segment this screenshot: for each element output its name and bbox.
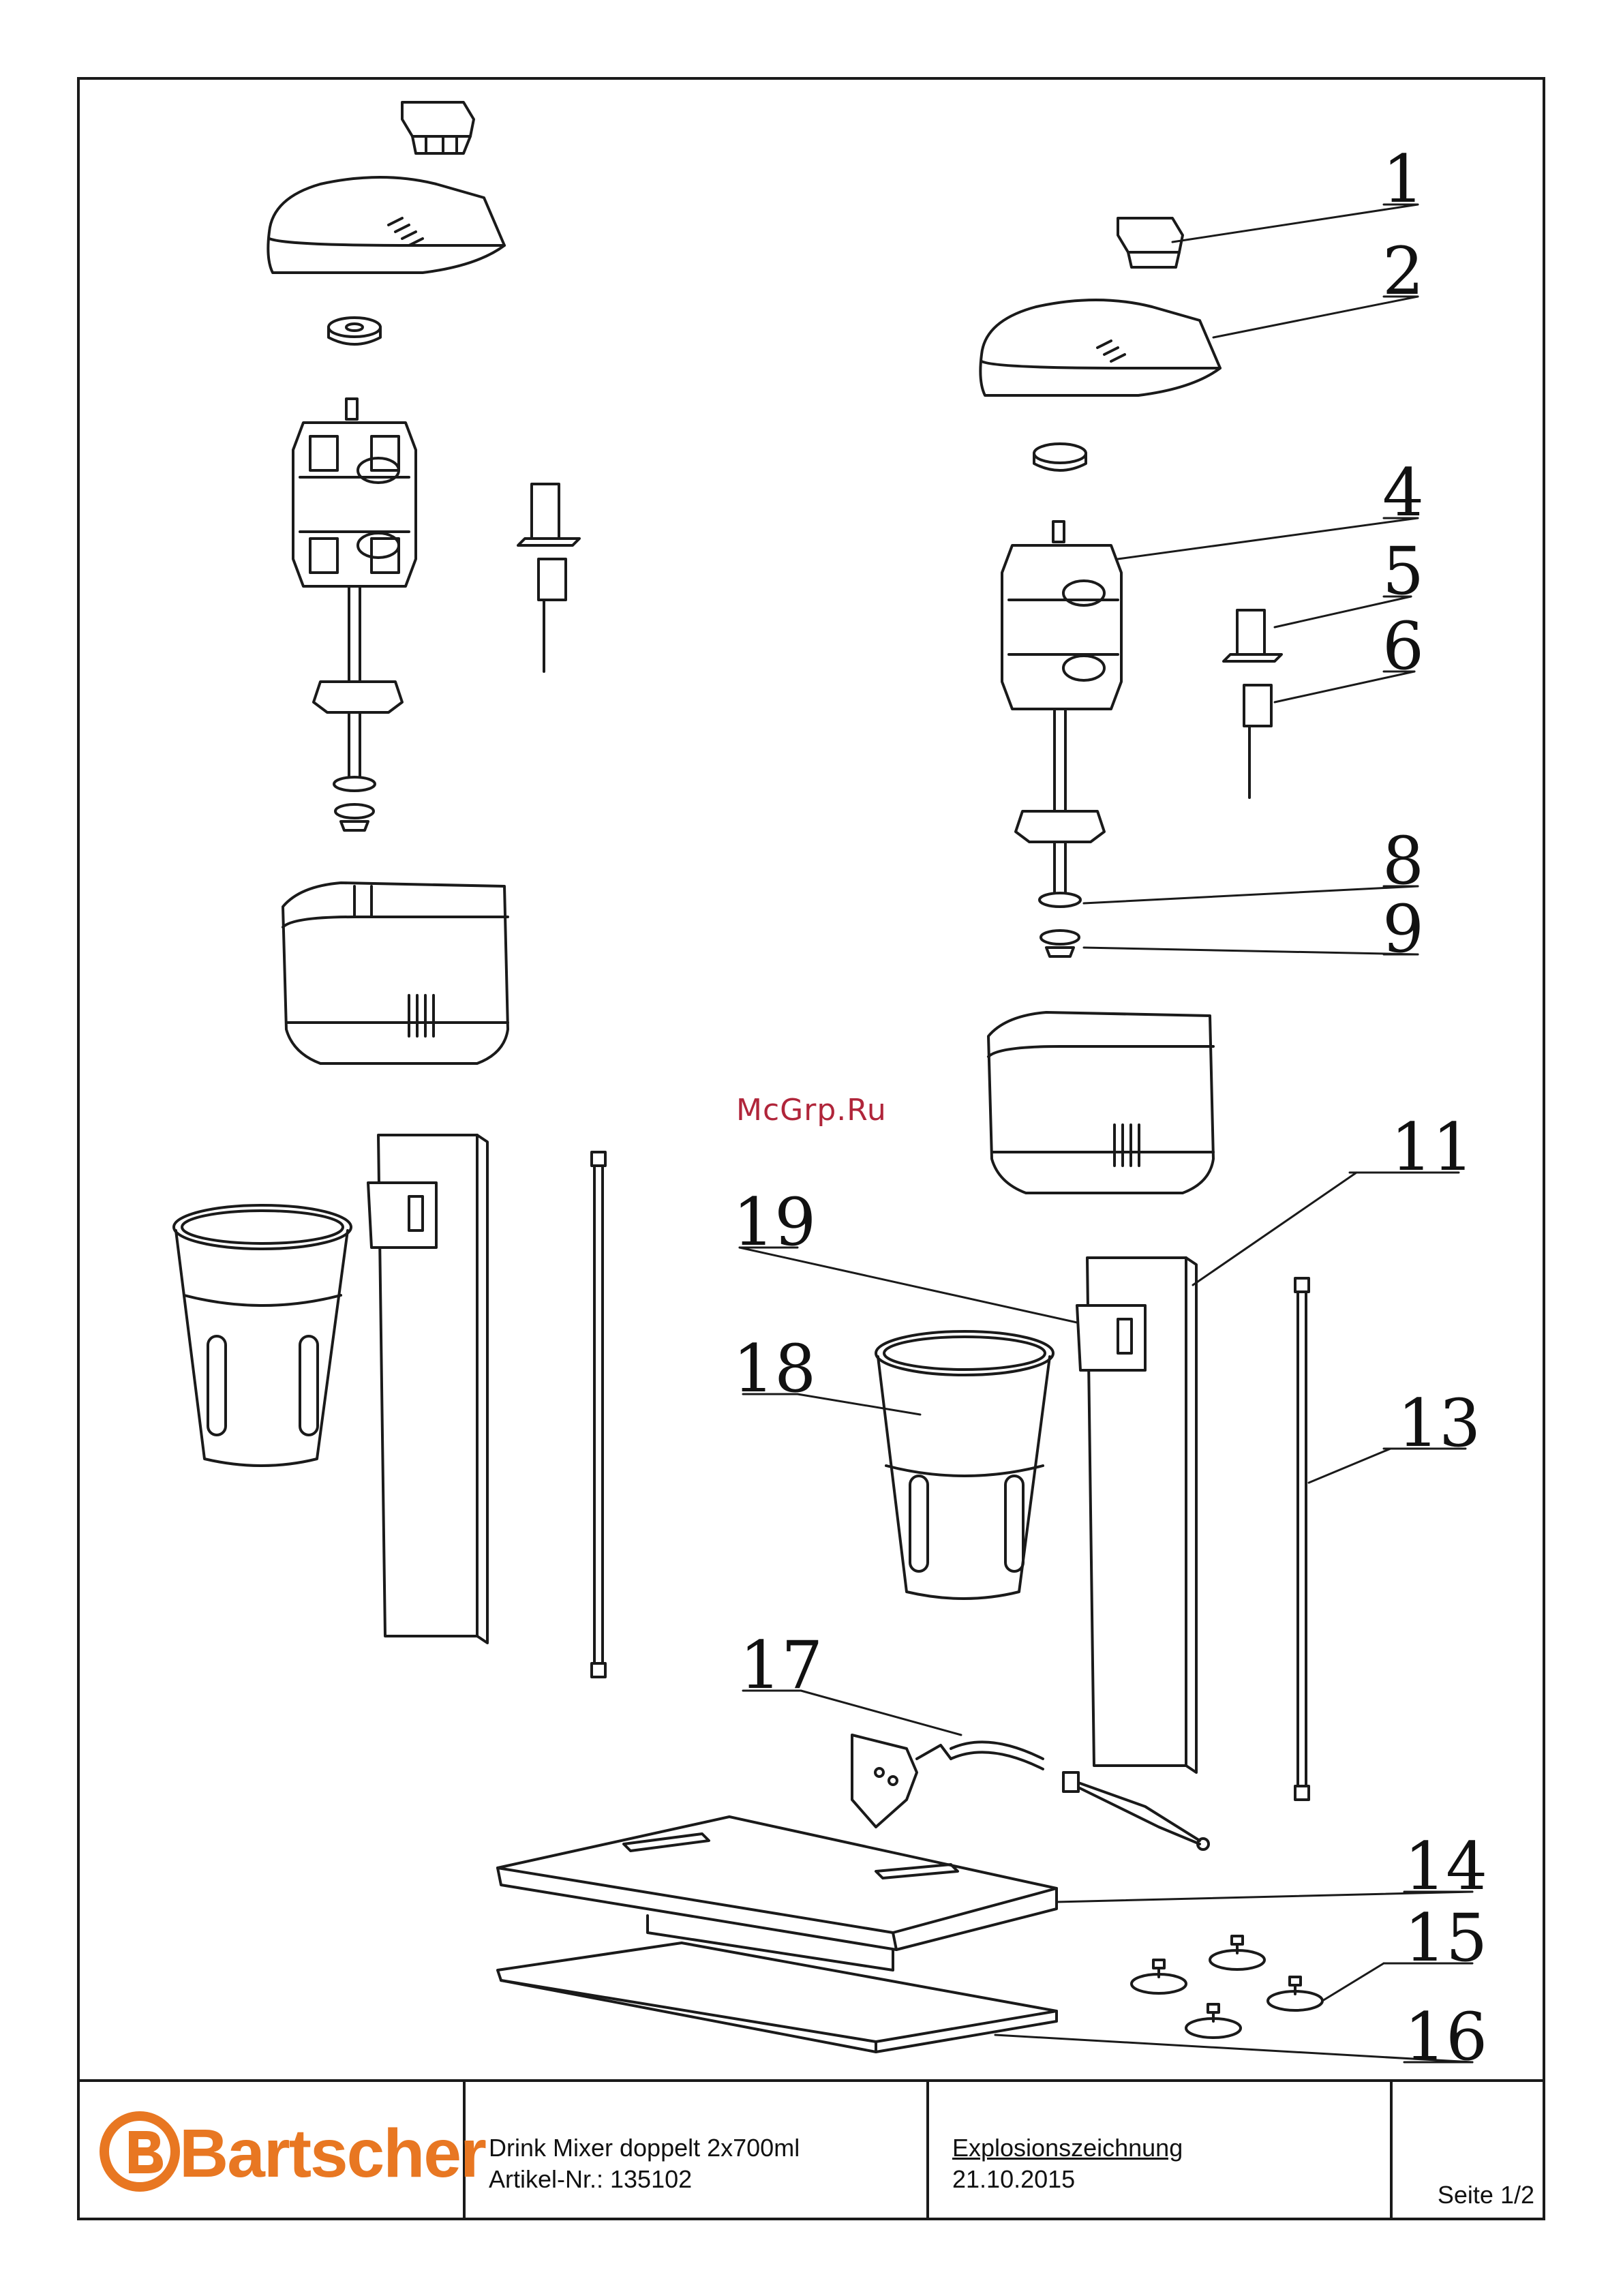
callout-19: 19 <box>733 1190 816 1255</box>
callout-15: 15 <box>1404 1905 1487 1971</box>
left-mixer-assembly <box>174 102 605 1677</box>
left-cup <box>174 1205 351 1466</box>
bottom-tray <box>498 1943 1057 2052</box>
right-motor <box>1002 522 1121 811</box>
left-bracket <box>518 484 579 671</box>
callout-8: 8 <box>1382 828 1424 894</box>
right-rod <box>1295 1278 1309 1800</box>
callout-2: 2 <box>1382 239 1424 304</box>
right-base-housing <box>988 1012 1213 1193</box>
right-cup <box>876 1331 1053 1599</box>
callout-6: 6 <box>1382 614 1424 679</box>
left-column <box>368 1135 487 1643</box>
callout-9: 9 <box>1382 896 1424 962</box>
callout-5: 5 <box>1382 539 1424 604</box>
left-rod <box>592 1152 605 1677</box>
brand-logo-icon <box>99 2111 181 2192</box>
callout-16: 16 <box>1404 2004 1487 2070</box>
left-switch <box>402 102 474 153</box>
left-base-housing <box>283 883 508 1063</box>
page-number: Seite 1/2 <box>1438 2181 1534 2209</box>
title-block: Bartscher Drink Mixer doppelt 2x700ml Ar… <box>77 2079 1545 2220</box>
left-washer <box>329 318 380 344</box>
brand-logo-cell: Bartscher <box>77 2082 466 2220</box>
right-bracket <box>1224 610 1281 798</box>
left-motor <box>293 399 416 682</box>
watermark-text: McGrp.Ru <box>736 1093 887 1128</box>
callout-4: 4 <box>1382 460 1424 526</box>
left-clip <box>314 682 402 830</box>
callout-17: 17 <box>740 1633 823 1698</box>
brand-name: Bartscher <box>179 2115 485 2193</box>
document-date: 21.10.2015 <box>952 2165 1075 2194</box>
document-type-cell: Explosionszeichnung 21.10.2015 <box>929 2082 1393 2220</box>
right-top-cover <box>980 300 1220 395</box>
callout-14: 14 <box>1404 1834 1487 1899</box>
document-type: Explosionszeichnung <box>952 2134 1183 2162</box>
feet <box>1132 1936 1322 2038</box>
right-mixer-assembly <box>852 218 1309 1849</box>
callout-1: 1 <box>1382 147 1424 212</box>
article-number: Artikel-Nr.: 135102 <box>489 2165 692 2194</box>
callout-13: 13 <box>1397 1391 1481 1456</box>
right-column <box>1077 1258 1196 1772</box>
left-top-cover <box>268 177 504 273</box>
right-clip <box>1016 811 1104 956</box>
callout-18: 18 <box>733 1336 816 1402</box>
callout-11: 11 <box>1391 1115 1474 1180</box>
base-plate <box>498 1817 1057 1970</box>
product-name: Drink Mixer doppelt 2x700ml <box>489 2134 800 2162</box>
right-washer <box>1034 444 1086 470</box>
page-cell: Seite 1/2 <box>1393 2082 1545 2220</box>
product-cell: Drink Mixer doppelt 2x700ml Artikel-Nr.:… <box>466 2082 929 2220</box>
